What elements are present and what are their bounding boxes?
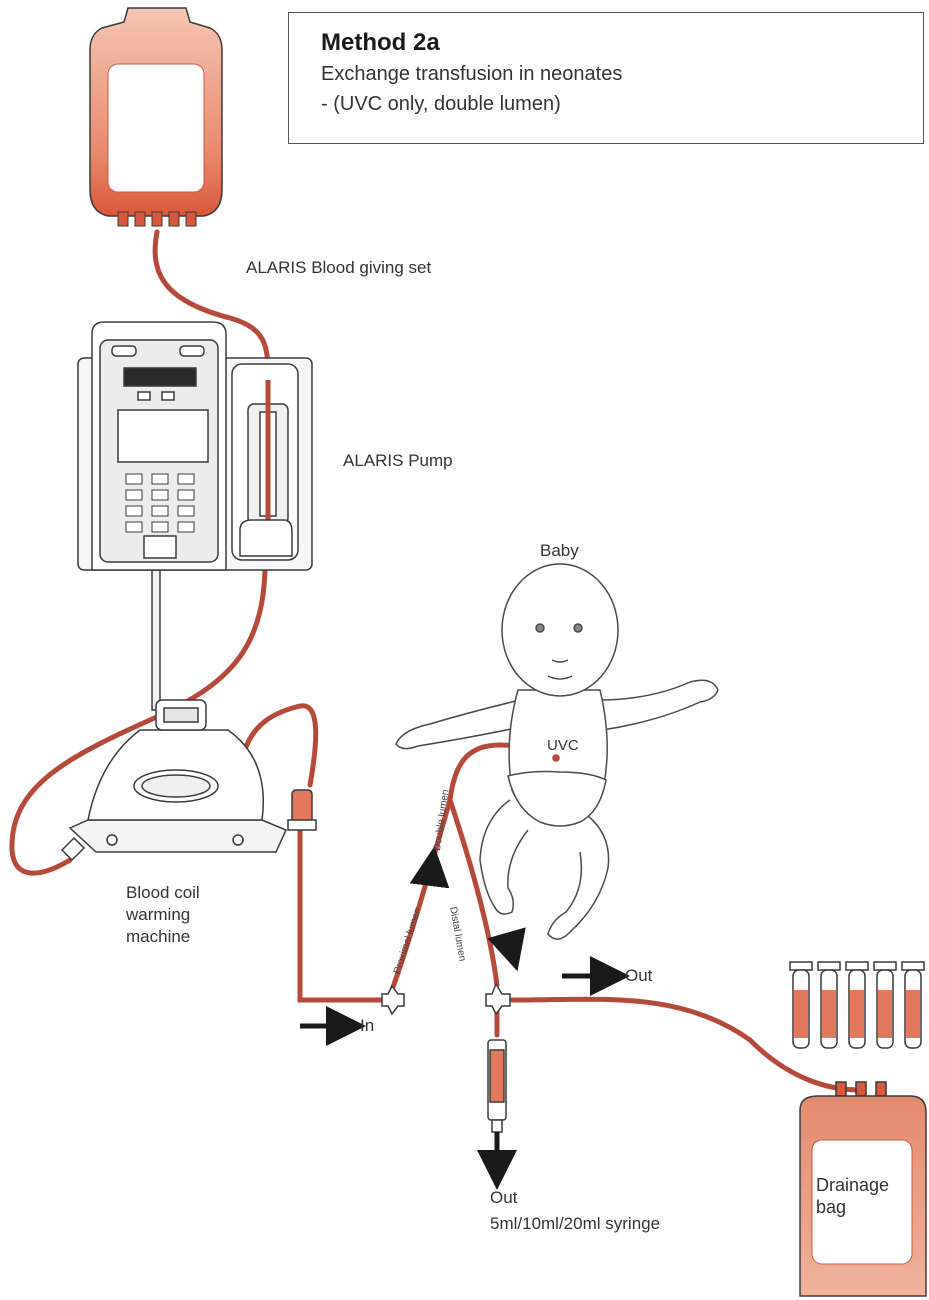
sample-tubes bbox=[790, 962, 924, 1048]
proximal-up-arrow bbox=[430, 866, 432, 882]
label-warmer-line2: warming bbox=[126, 904, 200, 926]
syringe bbox=[488, 1040, 506, 1132]
label-pump: ALARIS Pump bbox=[343, 451, 453, 471]
label-giving-set: ALARIS Blood giving set bbox=[246, 258, 431, 278]
connectors bbox=[382, 984, 510, 1014]
tube-warmer-to-in bbox=[300, 830, 382, 1000]
baby-left-arm bbox=[396, 700, 520, 749]
in-connector bbox=[382, 986, 404, 1014]
label-in: In bbox=[360, 1016, 374, 1036]
label-drainage-line1: Drainage bbox=[816, 1174, 889, 1196]
title-subtitle-2: - (UVC only, double lumen) bbox=[321, 93, 561, 116]
title-box: Method 2a Exchange transfusion in neonat… bbox=[288, 12, 924, 144]
label-warmer-line1: Blood coil bbox=[126, 882, 200, 904]
baby-right-leg bbox=[548, 816, 609, 939]
title-subtitle: Exchange transfusion in neonates bbox=[321, 63, 622, 86]
baby-head bbox=[502, 564, 618, 696]
label-warmer-line3: machine bbox=[126, 926, 200, 948]
label-baby: Baby bbox=[540, 541, 579, 561]
label-uvc: UVC bbox=[547, 737, 579, 754]
baby-nappy bbox=[508, 772, 606, 827]
label-out-right: Out bbox=[625, 966, 652, 986]
label-drainage-line2: bag bbox=[816, 1196, 889, 1218]
label-out-bottom: Out bbox=[490, 1188, 517, 1208]
blood-bag bbox=[90, 8, 222, 226]
label-warming-machine: Blood coil warming machine bbox=[126, 882, 200, 948]
baby-right-arm bbox=[598, 680, 718, 730]
distal-down-arrow bbox=[508, 938, 512, 952]
blood-coil-warming-machine bbox=[62, 700, 316, 860]
alaris-pump bbox=[78, 322, 312, 710]
baby-left-leg bbox=[480, 800, 528, 914]
label-drainage-bag: Drainage bag bbox=[816, 1174, 889, 1218]
title-heading: Method 2a bbox=[321, 29, 440, 57]
out-connector bbox=[486, 984, 510, 1014]
pump-pole bbox=[152, 570, 160, 710]
label-syringe: 5ml/10ml/20ml syringe bbox=[490, 1214, 660, 1234]
